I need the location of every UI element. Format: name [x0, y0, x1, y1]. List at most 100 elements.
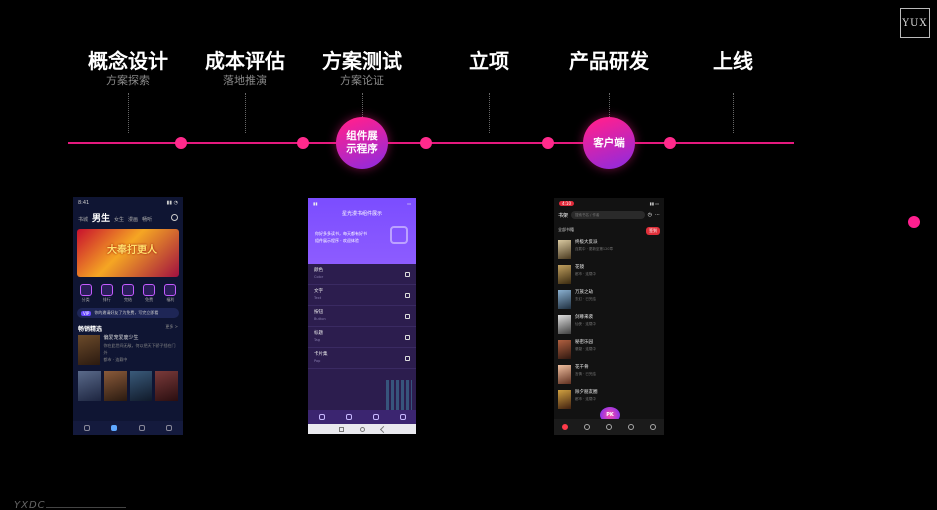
- category-filter[interactable]: 全部书籍: [558, 227, 574, 232]
- gift-icon: [164, 284, 177, 296]
- book-row[interactable]: 除夕朋友圈都市 · 连载中: [554, 387, 664, 412]
- status-icons: ▮▮ ▭: [649, 201, 659, 206]
- stage-title: 产品研发: [569, 49, 649, 73]
- divider: [46, 507, 126, 508]
- more-link[interactable]: 更多 >: [165, 324, 178, 329]
- book-title: 万族之劫: [575, 290, 593, 295]
- book-title: 除夕朋友圈: [575, 390, 598, 395]
- book-row[interactable]: 秘密乐园悬疑 · 连载中: [554, 337, 664, 362]
- book-cover[interactable]: [78, 371, 101, 401]
- component-icon[interactable]: [345, 414, 352, 420]
- tab-item[interactable]: 漫画: [128, 217, 139, 223]
- book-cover: [558, 340, 571, 359]
- category-item[interactable]: 完结: [121, 284, 134, 303]
- book-cover[interactable]: [129, 371, 153, 401]
- milestone-client: 客户端: [583, 117, 635, 169]
- row-label: 按钮: [314, 310, 323, 315]
- stage-connector: [608, 93, 610, 117]
- client-topbar: 书架 搜索书名 / 作者 ◷ ⋯: [554, 209, 664, 221]
- category-label: 完结: [123, 297, 132, 302]
- back-icon[interactable]: [379, 425, 387, 433]
- category-label: 分类: [81, 297, 90, 302]
- status-bar: 8:41▮▮ ◔: [73, 197, 183, 209]
- book-row[interactable]: 剑尊来袭仙侠 · 连载中: [554, 312, 664, 337]
- vip-tag: VIP: [81, 310, 92, 316]
- book-title: 终极大反派: [575, 240, 598, 245]
- book-row[interactable]: 终极大反派连载中 · 更新至第120章: [554, 237, 664, 262]
- row-sublabel: Pop: [314, 359, 321, 363]
- component-row[interactable]: 按钮 Button: [308, 306, 416, 327]
- search-icon[interactable]: [171, 214, 178, 221]
- banner[interactable]: 大奉打更人: [77, 229, 179, 277]
- row-sublabel: Text: [314, 296, 322, 300]
- category-item[interactable]: 分类: [79, 284, 92, 303]
- button-icon: [405, 313, 410, 319]
- home-icon[interactable]: [318, 414, 325, 420]
- book-cover: [558, 265, 571, 284]
- demo-tabbar: [308, 410, 416, 424]
- checkin-button[interactable]: 签到: [646, 227, 660, 235]
- stage-subtitle: [544, 74, 674, 87]
- category-item[interactable]: 免费: [143, 284, 156, 303]
- book-meta: 偏爱宠爱废少生 你在此世间无敌，何以把天下骄子挡在门外 都市 · 连载中: [104, 335, 178, 365]
- category-nav-icon[interactable]: [138, 425, 145, 431]
- yux-logo: YUX: [900, 8, 930, 38]
- profile-icon[interactable]: [166, 425, 173, 431]
- bookshelf-icon[interactable]: [83, 425, 90, 431]
- stage-product-development: 产品研发: [544, 50, 674, 117]
- timeline-dot: [175, 137, 187, 149]
- side-dot: [908, 216, 920, 228]
- stage-cost-evaluation: 成本评估 落地推演: [180, 50, 310, 133]
- bookstore-icon[interactable]: [584, 424, 590, 430]
- stage-concept-design: 概念设计 方案探索: [63, 50, 193, 133]
- discover-icon[interactable]: [628, 424, 634, 430]
- timeline-dot: [297, 137, 309, 149]
- template-icon[interactable]: [372, 414, 379, 420]
- category-item[interactable]: 福利: [164, 284, 177, 303]
- book-meta: 玄幻 · 已完结: [575, 297, 596, 301]
- bookstore-icon[interactable]: [111, 425, 118, 431]
- search-input[interactable]: 搜索书名 / 作者: [571, 211, 645, 219]
- stage-subtitle: [668, 74, 798, 87]
- book-row[interactable]: 花千骨言情 · 已完结: [554, 362, 664, 387]
- tab-item-active[interactable]: 男生: [92, 214, 111, 224]
- book-row[interactable]: 万族之劫玄幻 · 已完结: [554, 287, 664, 312]
- pk-icon[interactable]: [606, 424, 612, 430]
- profile-icon[interactable]: [650, 424, 656, 430]
- client-bottom-nav: [554, 419, 664, 435]
- bookshelf-icon[interactable]: [562, 424, 568, 430]
- brand-mark: YXDC: [14, 500, 46, 510]
- book-title: 秘密乐园: [575, 340, 593, 345]
- book-meta: 都市 · 连载中: [575, 272, 596, 276]
- more-icon[interactable]: ⋯: [655, 212, 660, 218]
- category-item[interactable]: 排行: [100, 284, 113, 303]
- tab-item[interactable]: 女生: [114, 217, 125, 223]
- featured-book[interactable]: 偏爱宠爱废少生 你在此世间无敌，何以把天下骄子挡在门外 都市 · 连载中: [73, 335, 183, 365]
- stage-solution-test: 方案测试 方案论证: [297, 50, 427, 117]
- timeline-dot: [664, 137, 676, 149]
- recents-icon[interactable]: [338, 426, 344, 432]
- tab-item[interactable]: 畅听: [142, 217, 153, 223]
- book-desc: 你在此世间无敌，何以把天下骄子挡在门外: [103, 343, 176, 355]
- stage-subtitle: [424, 74, 554, 87]
- book-info: 万族之劫玄幻 · 已完结: [575, 290, 596, 309]
- settings-icon[interactable]: [399, 414, 406, 420]
- home-button-icon[interactable]: [359, 426, 365, 432]
- row-sublabel: Button: [314, 317, 326, 321]
- history-icon[interactable]: ◷: [647, 212, 652, 218]
- book-meta: 言情 · 已完结: [575, 372, 596, 376]
- tab-item[interactable]: 书城: [78, 217, 89, 223]
- book-cover[interactable]: [103, 371, 127, 401]
- book-meta: 仙侠 · 连载中: [575, 322, 596, 326]
- book-info: 除夕朋友圈都市 · 连载中: [575, 390, 598, 409]
- demo-info-line: 组件展示程序 · 欢迎体验: [315, 238, 359, 243]
- book-cover[interactable]: [155, 371, 178, 401]
- book-row[interactable]: 花镜都市 · 连载中: [554, 262, 664, 287]
- shelf-tab[interactable]: 书架: [558, 212, 569, 219]
- category-label: 免费: [145, 297, 154, 302]
